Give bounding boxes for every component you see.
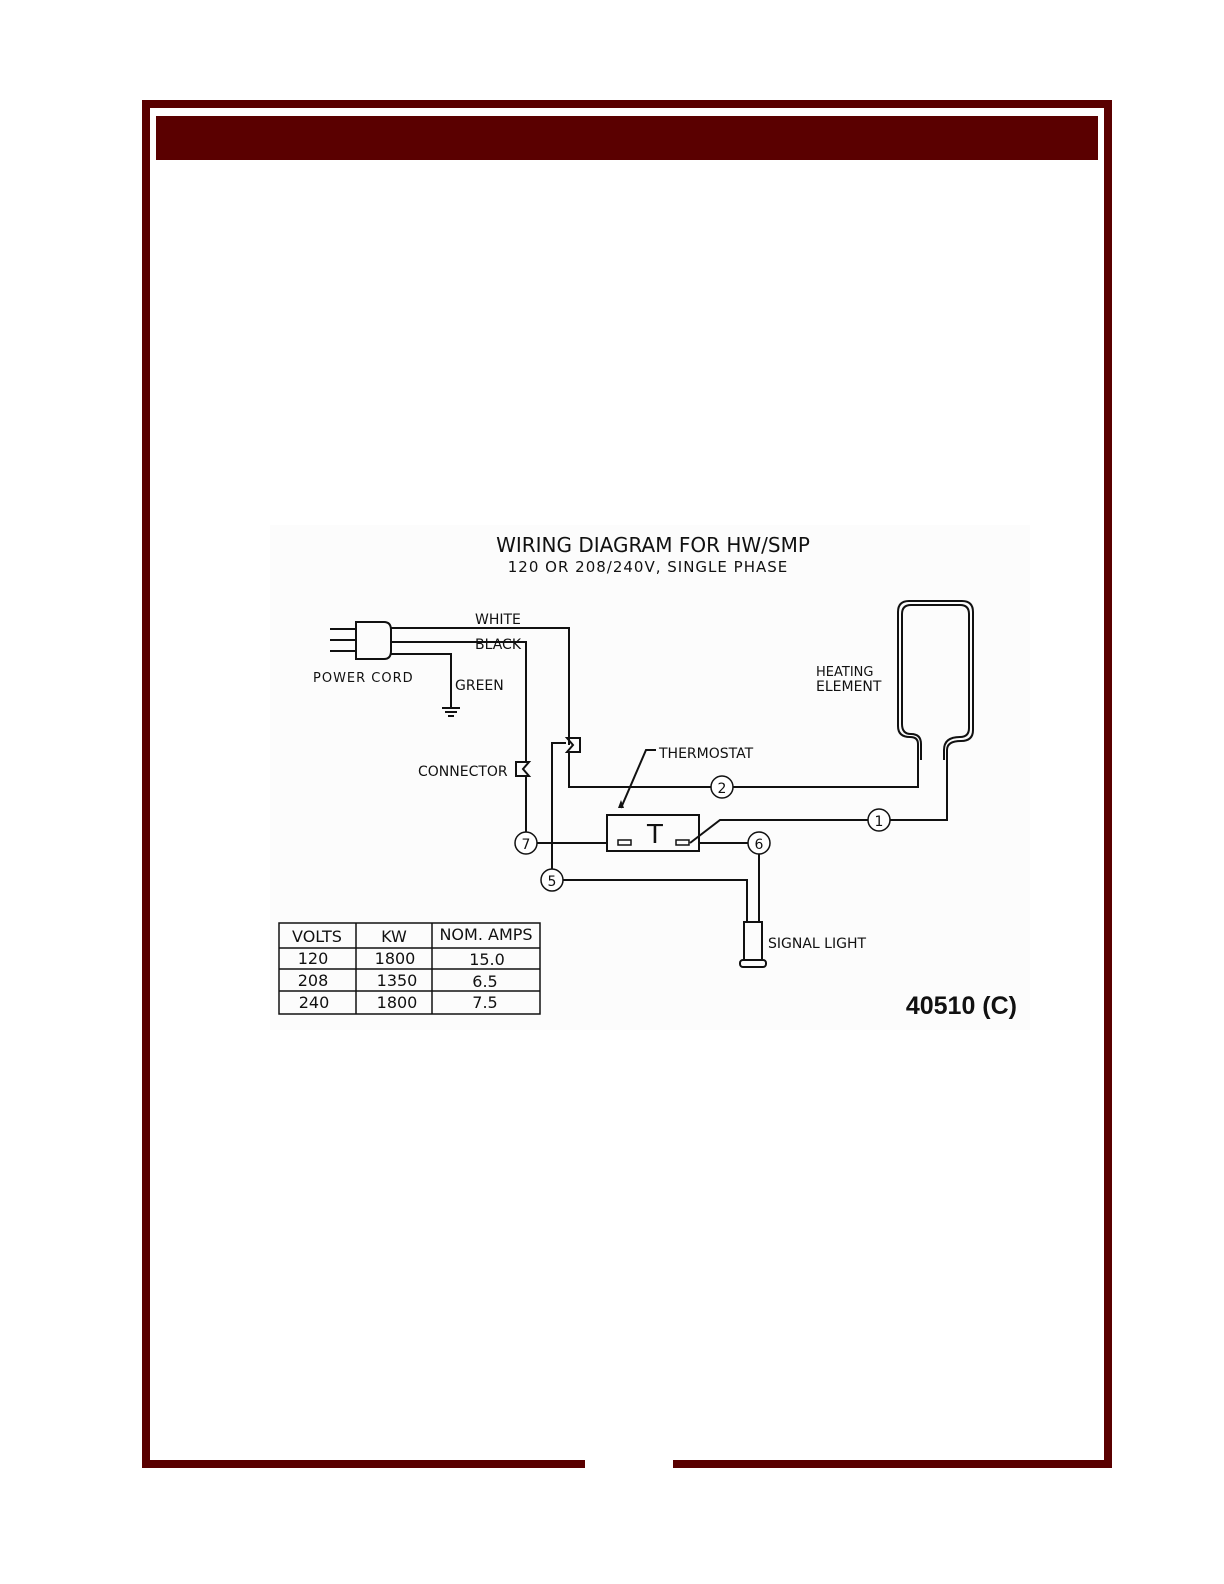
diagram-title: WIRING DIAGRAM FOR HW/SMP [496, 533, 810, 557]
table-cell: 1800 [377, 993, 418, 1012]
label-white: WHITE [475, 612, 521, 628]
wire-6 [699, 843, 759, 922]
wire-number-7: 7 [522, 837, 531, 853]
label-connector: CONNECTOR [418, 764, 508, 780]
table-cell: 7.5 [472, 993, 497, 1012]
label-signal-light: SIGNAL LIGHT [768, 936, 866, 952]
thermostat-symbol: T [646, 820, 663, 850]
table-header-kw: KW [381, 927, 407, 946]
part-number: 40510 (C) [906, 992, 1017, 1020]
label-thermostat: THERMOSTAT [658, 746, 754, 762]
table-cell: 15.0 [469, 950, 505, 969]
power-cord-plug [330, 622, 391, 659]
table-cell: 240 [299, 993, 330, 1012]
table-cell: 1800 [375, 949, 416, 968]
label-heating-2: ELEMENT [816, 679, 882, 695]
table-cell: 1350 [377, 971, 418, 990]
connector-icon [516, 762, 529, 776]
table-header-amps: NOM. AMPS [439, 925, 532, 944]
signal-light-icon [740, 922, 766, 967]
diagram-subtitle: 120 OR 208/240V, SINGLE PHASE [508, 558, 788, 576]
wire-number-2: 2 [718, 781, 727, 797]
label-black: BLACK [475, 637, 522, 653]
table-cell: 208 [298, 971, 329, 990]
wire-1 [690, 760, 947, 843]
ground-icon [442, 708, 460, 716]
wire-number-1: 1 [875, 814, 884, 830]
ratings-table: VOLTS KW NOM. AMPS 120 1800 15.0 208 135… [279, 923, 540, 1014]
table-cell: 6.5 [472, 972, 497, 991]
label-power-cord: POWER CORD [313, 671, 414, 686]
label-heating-1: HEATING [816, 665, 873, 680]
wire-black [391, 642, 526, 762]
wire-number-5: 5 [548, 874, 557, 890]
wire-number-6: 6 [755, 837, 764, 853]
table-cell: 120 [298, 949, 329, 968]
thermostat-leader [621, 750, 656, 808]
label-green: GREEN [455, 678, 504, 694]
table-header-volts: VOLTS [292, 927, 342, 946]
